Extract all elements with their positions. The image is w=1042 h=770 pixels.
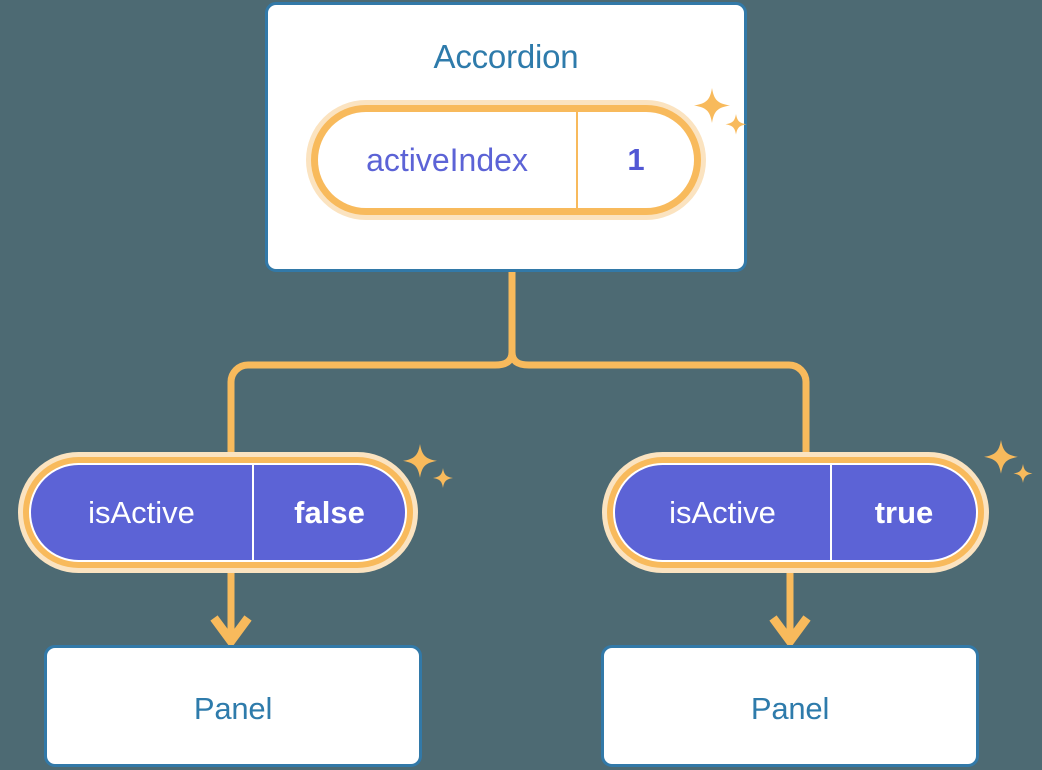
state-pill-is-active-true[interactable]: isActive true: [602, 452, 989, 573]
state-pill-key: isActive: [31, 465, 254, 560]
state-pill-ring: activeIndex 1: [311, 105, 701, 215]
state-pill-value: 1: [627, 142, 645, 177]
arrow-head-right: [769, 615, 811, 649]
state-pill-active-index[interactable]: activeIndex 1: [306, 100, 706, 220]
connector-branch-left: [227, 351, 516, 452]
panel-left-card[interactable]: Panel: [44, 645, 422, 767]
state-pill-ring: isActive false: [23, 457, 413, 568]
state-pill-value: false: [294, 494, 365, 530]
state-pill-key: activeIndex: [318, 112, 578, 208]
four-point-sparkle-icon: [984, 440, 1033, 483]
connector-branch-right: [508, 351, 810, 452]
state-pill-ring: isActive true: [607, 457, 984, 568]
arrow-head-left: [210, 615, 252, 649]
panel-right-card[interactable]: Panel: [601, 645, 979, 767]
state-pill-body: isActive true: [613, 463, 978, 562]
state-pill-body: isActive false: [29, 463, 407, 562]
state-pill-key: isActive: [615, 465, 832, 560]
state-pill-is-active-false[interactable]: isActive false: [18, 452, 418, 573]
state-pill-body: activeIndex 1: [318, 112, 694, 208]
panel-right-card-title: Panel: [750, 691, 830, 726]
state-pill-value: true: [874, 494, 934, 530]
panel-left-card-title: Panel: [193, 691, 273, 726]
accordion-card-title: Accordion: [433, 38, 579, 75]
